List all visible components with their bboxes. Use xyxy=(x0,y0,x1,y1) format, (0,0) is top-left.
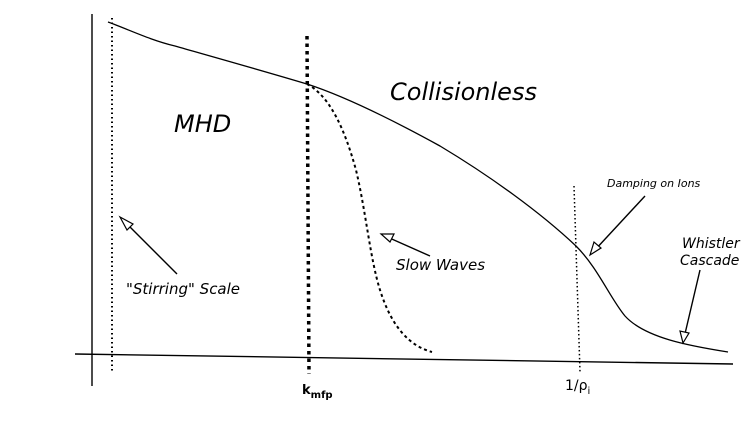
rho-i-tick-label: 1/ρi xyxy=(565,378,590,397)
whistler-label: Whistler xyxy=(682,236,741,252)
slow-waves-arrow xyxy=(379,233,431,257)
rho-i-line xyxy=(573,185,581,373)
spectrum-curve xyxy=(107,21,729,353)
kmfp-line xyxy=(305,35,311,375)
collisionless-label: Collisionless xyxy=(390,78,537,106)
stirring-scale-label: "Stirring" Scale xyxy=(126,280,240,298)
mhd-label: MHD xyxy=(174,110,231,138)
kmfp-tick-label: kmfp xyxy=(302,383,333,401)
x-axis xyxy=(74,353,734,365)
damping-arrow xyxy=(588,195,646,257)
slow-waves-curve xyxy=(306,83,433,353)
cascade-label: Cascade xyxy=(680,253,739,269)
stirring-arrow xyxy=(118,215,178,275)
whistler-arrow xyxy=(679,269,701,345)
damping-label: Damping on Ions xyxy=(607,177,701,190)
slow-waves-label: Slow Waves xyxy=(396,256,485,274)
